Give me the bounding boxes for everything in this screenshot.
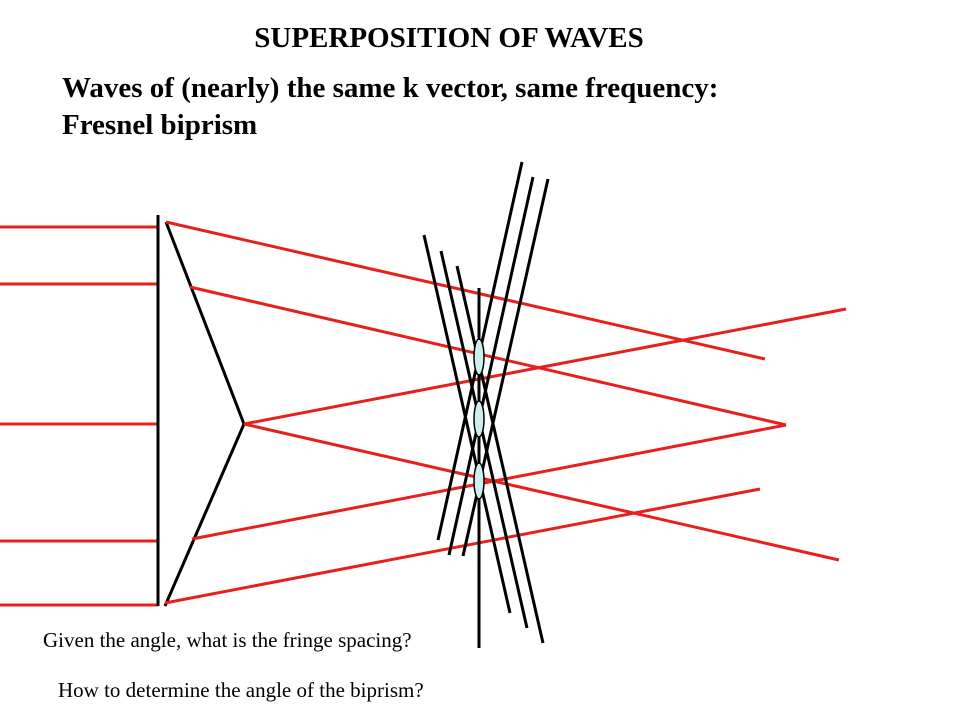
wavefront-downward-3: [455, 265, 545, 644]
question-fringe-spacing: Given the angle, what is the fringe spac…: [43, 628, 412, 652]
refracted-ray-upper-1: [165, 220, 766, 361]
fringe-1: [473, 338, 485, 376]
interference-fringes: [473, 338, 485, 500]
question-biprism-angle: How to determine the angle of the bipris…: [58, 678, 424, 702]
slide-subtitle: Waves of (nearly) the same k vector, sam…: [62, 70, 718, 144]
wavefront-downward-2: [439, 250, 529, 629]
incoming-rays: [0, 225, 158, 607]
refracted-rays-upper: [165, 220, 840, 562]
refracted-ray-lower-2: [191, 423, 787, 541]
refracted-ray-lower-1: [243, 307, 847, 426]
biprism-lower-face: [163, 423, 246, 607]
fringe-3: [473, 462, 485, 500]
subtitle-line-2: Fresnel biprism: [62, 109, 258, 141]
subtitle-line-1: Waves of (nearly) the same k vector, sam…: [62, 72, 719, 104]
fringe-2: [473, 400, 485, 438]
wavefront-downward-1: [422, 234, 512, 614]
refracted-rays-lower: [164, 307, 847, 605]
refracted-ray-upper-3: [243, 422, 840, 562]
slide-title: SUPERPOSITION OF WAVES: [254, 22, 644, 54]
refracted-ray-lower-3: [164, 487, 761, 605]
biprism-upper-face: [164, 221, 246, 425]
wavefront-upward-2: [447, 176, 535, 556]
wavefronts: [422, 161, 550, 644]
biprism: [156, 215, 246, 607]
refracted-ray-upper-2: [189, 285, 787, 427]
